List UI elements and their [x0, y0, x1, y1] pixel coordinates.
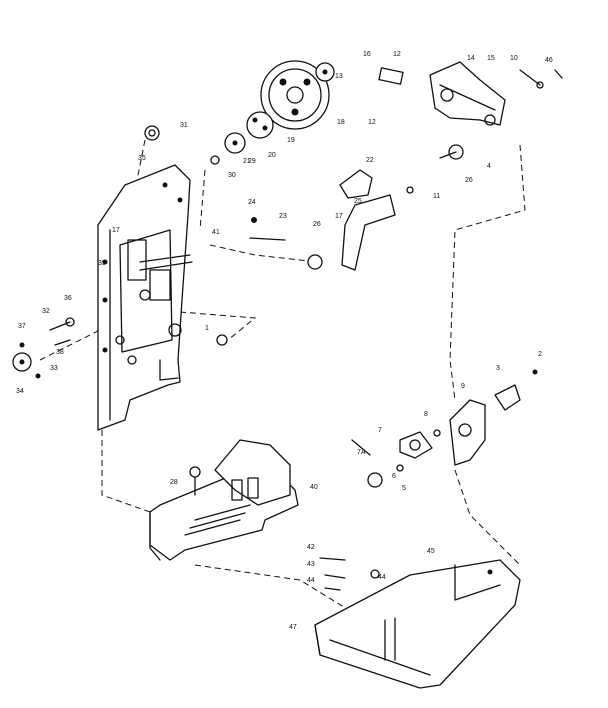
callout-c32: 32 [42, 308, 50, 315]
callout-c15: 15 [487, 55, 495, 62]
callout-c18: 18 [337, 119, 345, 126]
callout-c38: 38 [56, 349, 64, 356]
drive-wheel [260, 60, 330, 130]
callout-c43: 43 [307, 561, 315, 568]
callout-c40: 40 [310, 484, 318, 491]
callout-c44a: 44 [307, 577, 315, 584]
callout-c13: 13 [335, 73, 343, 80]
callout-c22: 22 [366, 157, 374, 164]
callout-c3: 3 [496, 365, 500, 372]
callout-c7a: 7A [357, 449, 366, 456]
callout-c26a: 26 [313, 221, 321, 228]
callout-c37: 37 [18, 323, 26, 330]
callout-c23: 23 [279, 213, 287, 220]
callout-c19: 19 [287, 137, 295, 144]
callout-c47: 47 [289, 624, 297, 631]
callout-c10: 10 [510, 55, 518, 62]
callout-c17: 17 [335, 213, 343, 220]
callout-c20: 20 [268, 152, 276, 159]
callout-c41: 41 [212, 229, 220, 236]
callout-c9: 9 [461, 383, 465, 390]
callout-c30: 30 [228, 172, 236, 179]
chassis-plate [97, 164, 193, 431]
callout-c39: 39 [98, 260, 106, 267]
small-gears [144, 62, 335, 165]
left-fasteners [12, 317, 75, 379]
callout-c35: 35 [138, 155, 146, 162]
callout-c12b: 12 [368, 119, 376, 126]
callout-c46: 46 [545, 57, 553, 64]
callout-c44b: 44 [378, 574, 386, 581]
callout-c8: 8 [424, 411, 428, 418]
callout-c42: 42 [307, 544, 315, 551]
callout-c29: 29 [248, 158, 256, 165]
bottom-housing [314, 559, 521, 689]
callout-c11: 11 [433, 193, 440, 200]
callout-c34: 34 [16, 388, 24, 395]
motor-bracket [351, 369, 538, 488]
callout-c36: 36 [64, 295, 72, 302]
callout-c33: 33 [50, 365, 58, 372]
base-fasteners [189, 334, 380, 591]
callout-c16: 16 [363, 51, 371, 58]
callout-c28: 28 [170, 479, 178, 486]
callout-c1: 1 [205, 325, 209, 332]
callout-c21: 21 [243, 158, 251, 165]
callout-c2: 2 [538, 351, 542, 358]
callout-c26b: 26 [465, 177, 473, 184]
callout-c25: 25 [354, 198, 362, 205]
callout-c6: 6 [392, 473, 396, 480]
base-bracket [149, 439, 299, 561]
callout-c5: 5 [402, 485, 406, 492]
callout-c7: 7 [378, 427, 382, 434]
callout-c4: 4 [487, 163, 491, 170]
callout-c45: 45 [427, 548, 435, 555]
lever-bracket [249, 169, 414, 271]
callout-c14: 14 [467, 55, 475, 62]
callout-c17b: 17 [112, 227, 120, 234]
upper-arm-assembly [378, 61, 563, 160]
callout-c24: 24 [248, 199, 256, 206]
callout-c12a: 12 [393, 51, 401, 58]
callout-c31: 31 [180, 122, 188, 129]
